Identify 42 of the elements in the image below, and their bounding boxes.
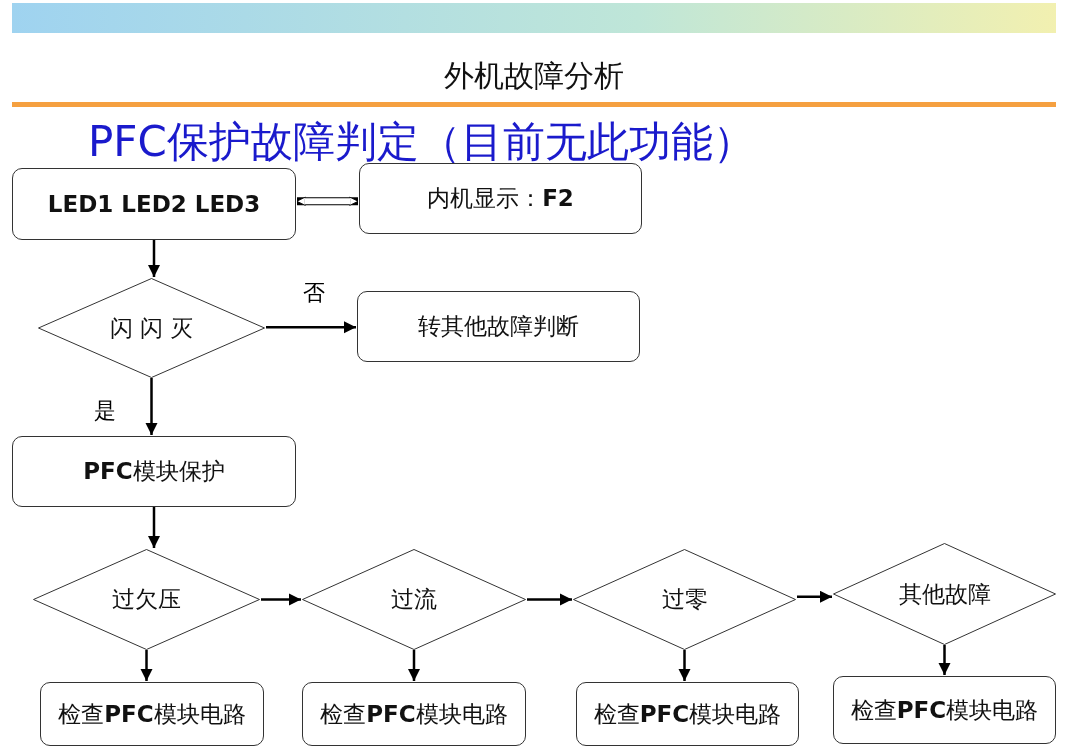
page-title: 外机故障分析 bbox=[443, 57, 625, 95]
arrow bbox=[147, 507, 161, 548]
decision-diamond bbox=[38, 278, 265, 378]
subtitle: PFC保护故障判定（目前无此功能） bbox=[88, 116, 755, 168]
arrow bbox=[938, 645, 951, 675]
node-text: 检查PFC模块电路 bbox=[58, 699, 246, 729]
process-box bbox=[359, 163, 642, 234]
process-box bbox=[357, 291, 640, 362]
node-text: 检查PFC模块电路 bbox=[320, 699, 508, 729]
node-text: 转其他故障判断 bbox=[418, 312, 579, 341]
decision-diamond bbox=[33, 549, 260, 650]
node-text: 过零 bbox=[661, 585, 708, 614]
process-box bbox=[576, 682, 799, 746]
arrow bbox=[140, 650, 153, 681]
decision-diamond bbox=[302, 549, 526, 650]
node-text: 检查PFC模块电路 bbox=[593, 699, 782, 729]
process-box bbox=[12, 436, 296, 507]
decision-diamond bbox=[573, 549, 796, 650]
node-text: 闪 闪 灭 bbox=[109, 313, 194, 343]
node-text: 其他故障 bbox=[898, 579, 991, 609]
edge-label: 是 bbox=[91, 399, 118, 424]
edge-label: 否 bbox=[301, 281, 327, 306]
node-text: 检查PFC模块电路 bbox=[850, 695, 1039, 725]
arrow bbox=[678, 650, 691, 681]
process-box bbox=[302, 682, 526, 746]
decision-diamond bbox=[833, 543, 1056, 645]
node-text: 过流 bbox=[391, 585, 437, 614]
arrow bbox=[261, 593, 301, 606]
arrow bbox=[266, 321, 356, 334]
arrow bbox=[147, 240, 161, 277]
arrow bbox=[145, 378, 158, 435]
arrow bbox=[296, 196, 359, 206]
process-box bbox=[40, 682, 264, 746]
arrow bbox=[407, 650, 421, 681]
node-text: PFC模块保护 bbox=[83, 457, 225, 486]
process-box bbox=[12, 168, 296, 240]
node-text: 内机显示：F2 bbox=[427, 184, 574, 213]
node-text: 过欠压 bbox=[112, 585, 181, 614]
arrow bbox=[527, 593, 572, 606]
process-box bbox=[833, 676, 1056, 744]
node-text: LED1 LED2 LED3 bbox=[47, 191, 261, 217]
arrow bbox=[797, 590, 832, 603]
